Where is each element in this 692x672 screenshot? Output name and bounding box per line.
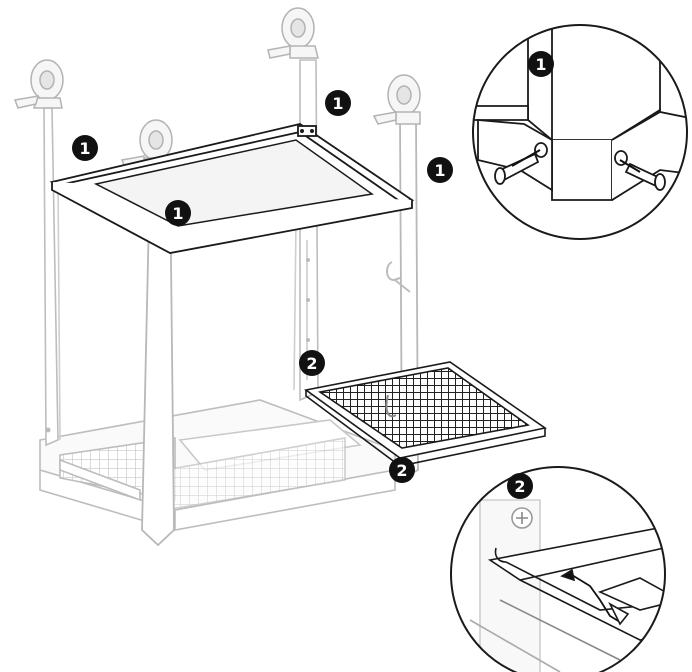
screw-icon bbox=[494, 149, 541, 185]
cart-frame bbox=[39, 59, 419, 547]
svg-text:2: 2 bbox=[306, 354, 317, 373]
step-marker: 1 bbox=[427, 157, 453, 183]
step-marker: 2 bbox=[389, 457, 415, 483]
step-marker: 1 bbox=[325, 90, 351, 116]
svg-text:2: 2 bbox=[396, 461, 407, 480]
screw-icon bbox=[619, 159, 666, 191]
wire-rack-icon bbox=[304, 361, 547, 467]
svg-text:1: 1 bbox=[79, 139, 90, 158]
step-marker: 2 bbox=[299, 350, 325, 376]
top-frame bbox=[49, 123, 415, 254]
detail-callout-top: 1 bbox=[472, 24, 688, 240]
hook-icon bbox=[386, 261, 401, 282]
svg-text:1: 1 bbox=[172, 204, 183, 223]
step-marker: 1 bbox=[72, 135, 98, 161]
svg-text:2: 2 bbox=[514, 477, 525, 496]
svg-text:1: 1 bbox=[535, 55, 546, 74]
svg-text:1: 1 bbox=[434, 161, 445, 180]
step-marker: 1 bbox=[165, 200, 191, 226]
svg-text:1: 1 bbox=[332, 94, 343, 113]
detail-callout-bottom: 2 bbox=[450, 466, 666, 672]
